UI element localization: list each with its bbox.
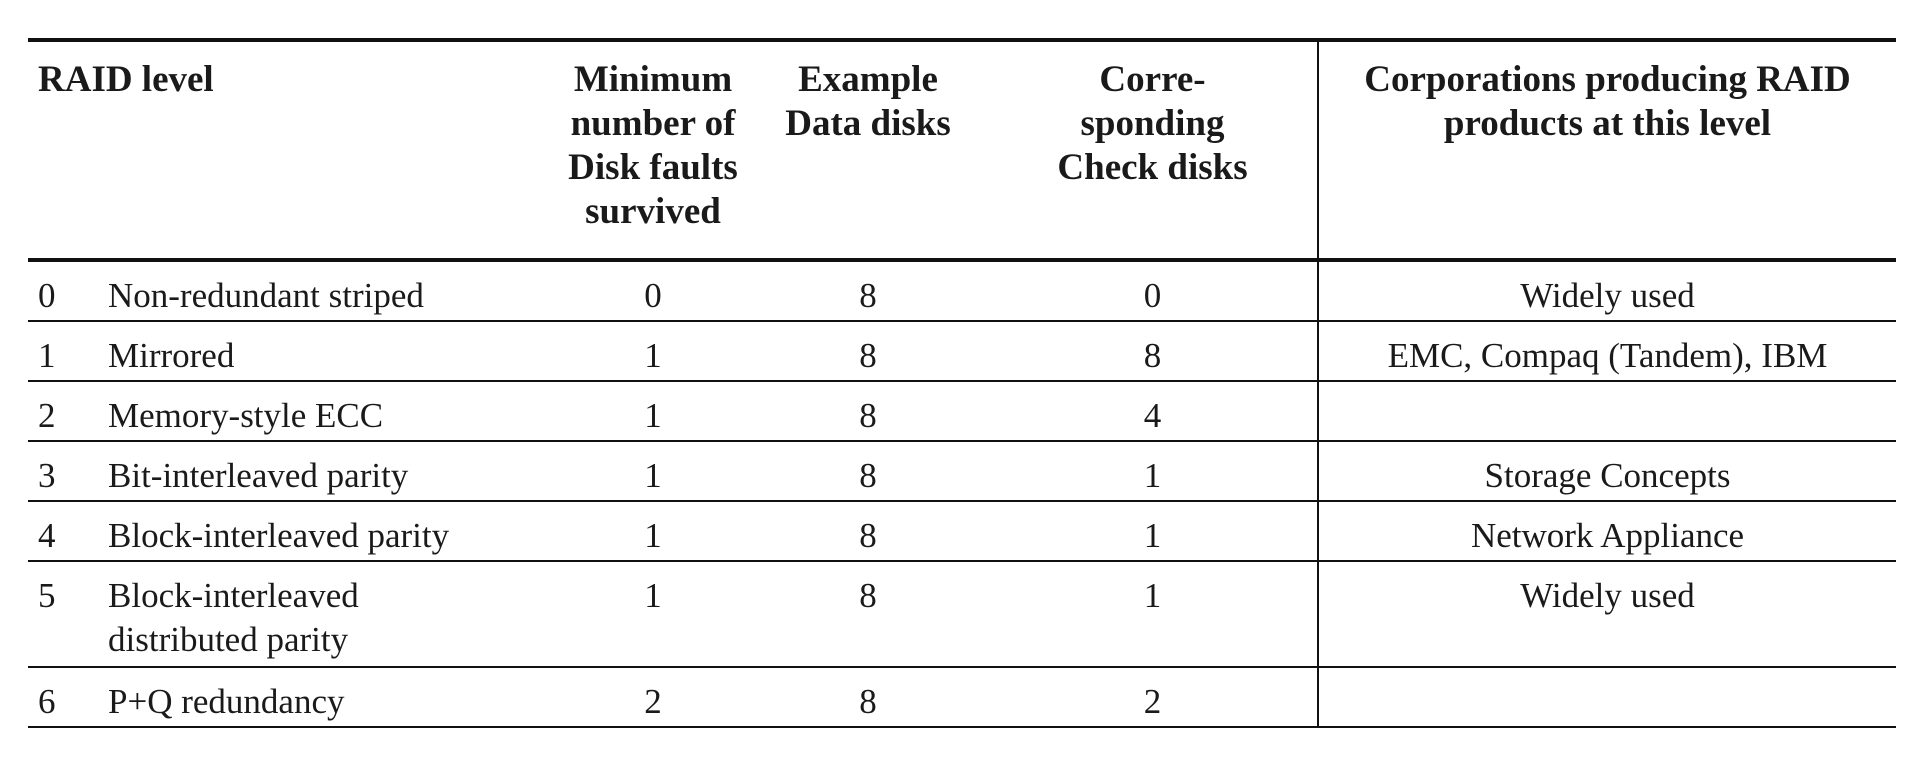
raid-level-name-text: Block-interleaved distributed parity: [108, 576, 359, 659]
check-disks-value: 0: [1143, 276, 1162, 315]
min-faults-value: 0: [644, 276, 662, 315]
check-disks-value: 2: [1143, 682, 1162, 721]
raid-level-number: 3: [38, 456, 56, 495]
raid-level-number: 4: [38, 516, 56, 555]
raid-level-name: Bit-interleaved parity: [108, 456, 409, 495]
min-faults-value: 2: [644, 682, 662, 721]
data-disks-value: 8: [859, 396, 877, 435]
table-row: 0 Non-redundant striped 0 8 0 Widely used: [28, 260, 1896, 321]
table-row: 3 Bit-interleaved parity 1 8 1 Storage Concep…: [28, 441, 1896, 501]
corporations-value: [1317, 381, 1896, 441]
header-raid-level: RAID level: [38, 59, 214, 100]
table-row: 4 Block-interleaved parity 1 8 1 Network Appl…: [28, 501, 1896, 561]
header-check-disks: Corre-sponding Check disks: [988, 40, 1318, 260]
raid-level-name: Mirrored: [108, 336, 235, 375]
min-faults-value: 1: [644, 336, 662, 375]
data-disks-value: 8: [859, 456, 877, 495]
min-faults-value: 1: [644, 576, 662, 615]
table-header-row: RAID level Minimum number of Disk faults…: [28, 40, 1896, 260]
header-min-faults: Minimum number of Disk faults survived: [558, 40, 748, 260]
check-disks-value: 1: [1143, 576, 1162, 615]
data-disks-value: 8: [859, 276, 877, 315]
corporations-value: [1317, 667, 1896, 727]
corporations-value: Widely used: [1317, 561, 1896, 667]
raid-level-name: Block-interleaved parity: [108, 516, 450, 555]
check-disks-value: 1: [1143, 456, 1162, 495]
raid-level-name: Memory-style ECC: [108, 396, 384, 435]
check-disks-value: 1: [1143, 516, 1162, 555]
data-disks-value: 8: [859, 682, 877, 721]
data-disks-value: 8: [859, 516, 877, 555]
raid-level-number: 1: [38, 336, 56, 375]
raid-level-name: P+Q redundancy: [108, 682, 345, 721]
raid-level-number: 5: [38, 576, 56, 615]
corporations-value: Widely used: [1317, 260, 1896, 321]
data-disks-value: 8: [859, 336, 877, 375]
header-check-disks-text: Corre-sponding Check disks: [1057, 59, 1248, 188]
min-faults-value: 1: [644, 516, 662, 555]
header-corporations-text: Corporations producing RAID products at …: [1364, 59, 1851, 144]
check-disks-value: 8: [1143, 336, 1162, 375]
table-row: 6 P+Q redundancy 2 8 2: [28, 667, 1896, 727]
check-disks-value: 4: [1143, 396, 1162, 435]
min-faults-value: 1: [644, 396, 662, 435]
header-data-disks: Example Data disks: [748, 40, 988, 260]
raid-level-number: 0: [38, 276, 56, 315]
header-min-faults-text: Minimum number of Disk faults survived: [568, 59, 738, 232]
header-data-disks-text: Example Data disks: [785, 59, 951, 144]
raid-level-number: 2: [38, 396, 56, 435]
corporations-value: Network Appliance: [1317, 501, 1896, 561]
table-row: 1 Mirrored 1 8 8 EMC, Compaq (Tandem), IBM: [28, 321, 1896, 381]
raid-level-name: Block-interleaved distributed parity: [108, 561, 558, 667]
min-faults-value: 1: [644, 456, 662, 495]
raid-levels-table: RAID level Minimum number of Disk faults…: [28, 38, 1896, 728]
raid-level-number: 6: [38, 682, 56, 721]
corporations-value: EMC, Compaq (Tandem), IBM: [1317, 321, 1896, 381]
header-corporations: Corporations producing RAID products at …: [1317, 40, 1896, 260]
corporations-value: Storage Concepts: [1317, 441, 1896, 501]
table-row: 5 Block-interleaved distributed parity 1 8 1…: [28, 561, 1896, 667]
table-row: 2 Memory-style ECC 1 8 4: [28, 381, 1896, 441]
raid-level-name: Non-redundant striped: [108, 276, 424, 315]
data-disks-value: 8: [859, 576, 877, 615]
